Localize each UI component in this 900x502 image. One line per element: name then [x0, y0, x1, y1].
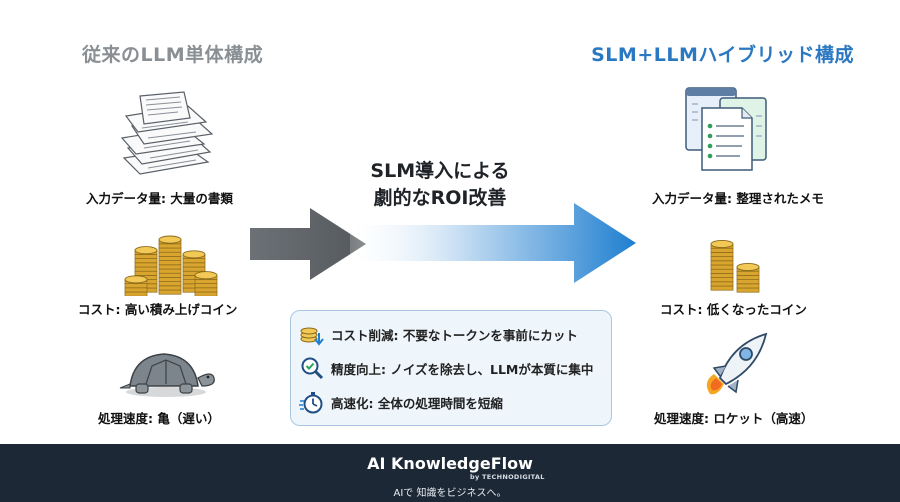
coin-down-icon: [300, 327, 324, 346]
center-headline: SLM導入による 劇的なROI改善: [340, 158, 540, 212]
turtle-icon: [119, 353, 215, 397]
footer-bar: [0, 444, 900, 502]
right-cost-label: コスト: 低くなったコイン: [660, 302, 807, 317]
magnifier-check-icon: [301, 357, 324, 380]
right-input-label: 入力データ量: 整理されたメモ: [652, 191, 824, 206]
right-speed-label: 処理速度: ロケット（高速）: [654, 411, 814, 426]
benefit-text-accuracy: 精度向上: ノイズを除去し、LLMが本質に集中: [331, 361, 594, 377]
benefit-row-cost: コスト削減: 不要なトークンを事前にカット: [299, 321, 578, 347]
footer-tagline: AIで 知識をビジネスへ。: [393, 488, 507, 499]
benefit-text-speed: 高速化: 全体の処理時間を短縮: [331, 395, 503, 411]
benefit-row-speed: 高速化: 全体の処理時間を短縮: [299, 389, 503, 415]
coin-stacks-icon: [124, 235, 218, 296]
brand-name: AI KnowledgeFlow: [367, 454, 533, 473]
benefits-box: コスト削減: 不要なトークンを事前にカット 精度向上: ノイズを除去し、LLMが…: [290, 310, 612, 426]
organized-memo-icon: [685, 87, 767, 171]
right-title: SLM+LLMハイブリッド構成: [591, 44, 854, 66]
stopwatch-icon: [299, 392, 323, 414]
benefit-row-accuracy: 精度向上: ノイズを除去し、LLMが本質に集中: [299, 355, 593, 381]
center-headline-line2: 劇的なROI改善: [373, 187, 507, 209]
brand-subtitle: by TECHNODIGITAL: [470, 473, 545, 481]
left-cost-label: コスト: 高い積み上げコイン: [78, 302, 238, 317]
gray-arrow-shape: [250, 208, 366, 280]
left-speed-label: 処理速度: 亀（遅い）: [98, 411, 220, 426]
center-headline-line1: SLM導入による: [370, 160, 510, 182]
left-title: 従来のLLM単体構成: [82, 44, 264, 66]
document-pile-icon: [120, 91, 214, 175]
low-coin-stacks-icon: [710, 239, 760, 293]
benefit-text-cost: コスト削減: 不要なトークンを事前にカット: [331, 327, 578, 343]
rocket-icon: [706, 332, 768, 395]
left-input-label: 入力データ量: 大量の書類: [86, 191, 233, 206]
blue-arrow-shape: [350, 203, 636, 283]
